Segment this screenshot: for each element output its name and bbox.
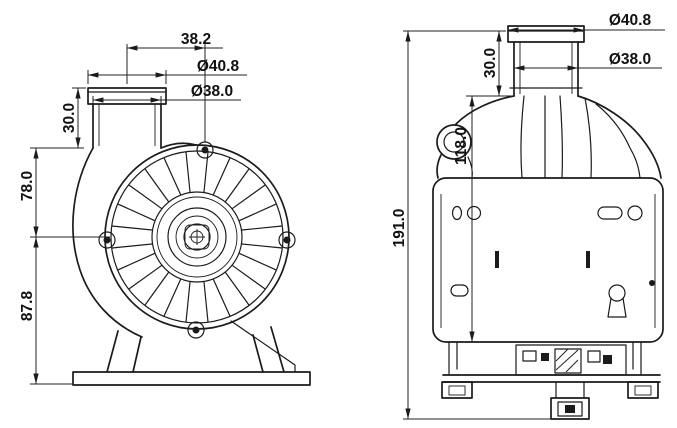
dim-label-front-offset: 38.2 [181, 31, 211, 48]
dim-label-front-inner-dia: Ø38.0 [191, 83, 233, 100]
side-hose-volute [436, 95, 662, 179]
side-dimensions: Ø40.8 Ø38.0 30.0 118.0 191.0 [391, 12, 665, 420]
dim-lower-height-front: 87.8 [19, 237, 73, 385]
dim-label-side-inner-dia: Ø38.0 [609, 51, 651, 68]
dim-offset-38-2: 38.2 [126, 31, 223, 142]
dim-inner-dia-front: Ø38.0 [92, 83, 241, 104]
front-dimensions: 38.2 Ø40.8 Ø38.0 30.0 78.0 [19, 31, 247, 385]
dim-label-front-lower-height: 87.8 [19, 291, 36, 322]
dim-body-height-side: 118.0 [453, 96, 475, 342]
dim-port-height-front: 30.0 [30, 87, 86, 149]
side-outlet-port [507, 25, 585, 97]
dim-label-side-total-height: 191.0 [391, 209, 408, 248]
dim-label-side-port-height: 30.0 [482, 48, 499, 78]
side-motor-body [432, 177, 664, 343]
front-volute-casing [72, 142, 197, 338]
dim-label-side-body-height: 118.0 [453, 127, 470, 165]
dim-label-side-outer-dia: Ø40.8 [609, 12, 652, 29]
side-bottom-bracket [441, 341, 661, 420]
front-outlet-port [87, 87, 167, 149]
dim-inner-dia-side: Ø38.0 [514, 51, 662, 71]
dim-label-front-port-height: 30.0 [61, 103, 78, 133]
front-impeller-housing [104, 144, 290, 330]
front-base-bracket [72, 320, 311, 386]
dim-label-front-outer-dia: Ø40.8 [197, 58, 240, 75]
front-view: 38.2 Ø40.8 Ø38.0 30.0 78.0 [19, 31, 311, 386]
dim-port-height-side: 30.0 [403, 30, 512, 97]
dim-outer-dia-front: Ø40.8 [87, 58, 247, 84]
side-view: Ø40.8 Ø38.0 30.0 118.0 191.0 [391, 12, 665, 420]
dim-outer-dia-side: Ø40.8 [508, 12, 665, 33]
dim-total-height-side: 191.0 [391, 31, 551, 420]
dim-upper-height-front: 78.0 [19, 148, 110, 238]
dim-label-front-upper-height: 78.0 [19, 171, 36, 201]
